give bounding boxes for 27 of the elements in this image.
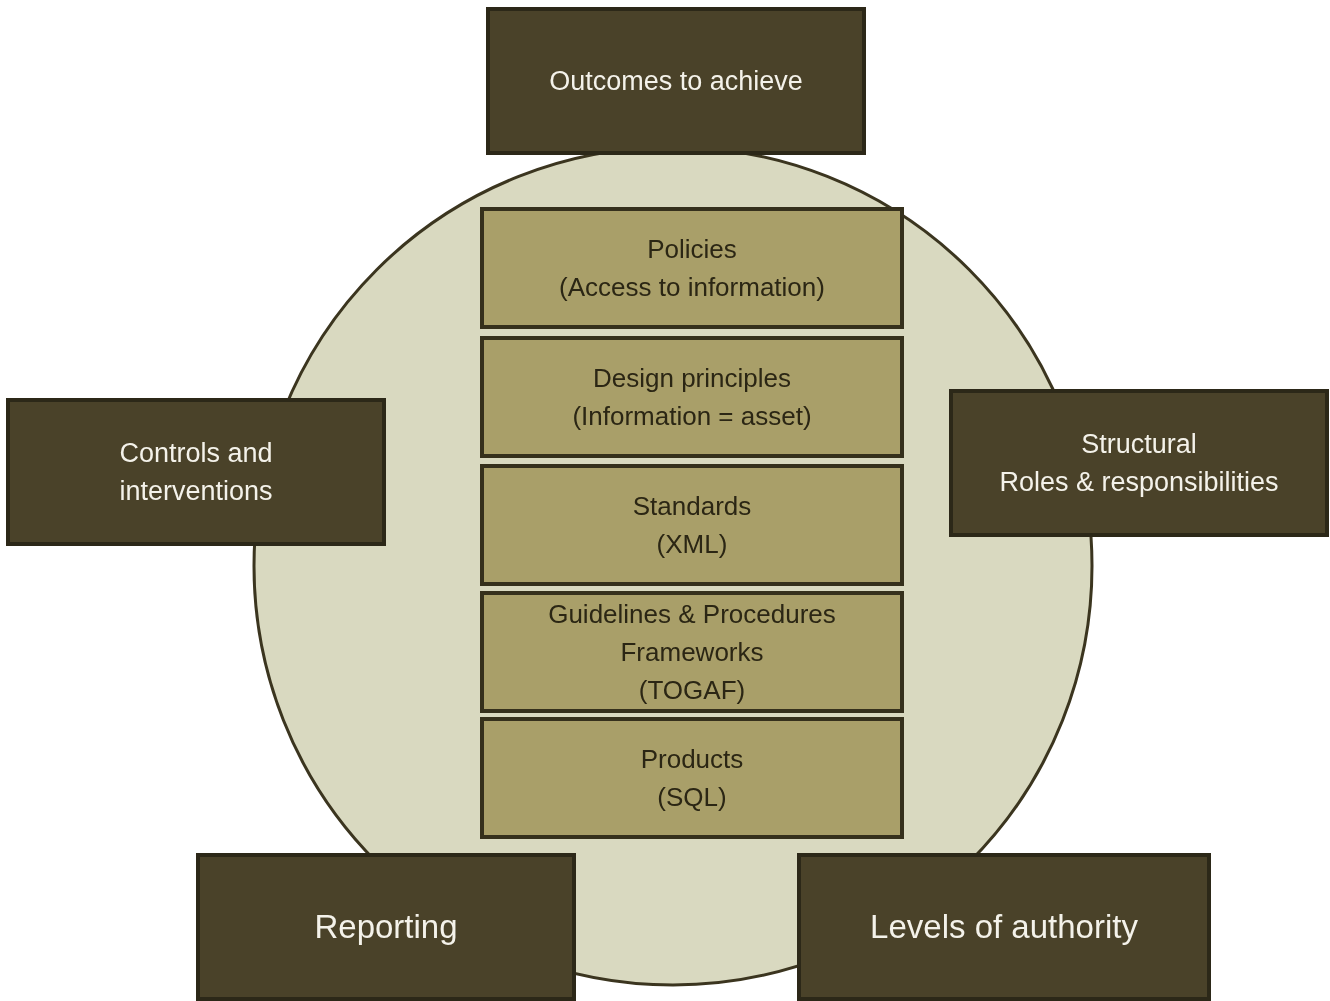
box-subtitle: Frameworks <box>620 636 764 669</box>
box-title: Products <box>640 743 744 776</box>
category-box <box>6 398 386 546</box>
category-box <box>949 389 1329 537</box>
layer-box <box>480 464 904 586</box>
box-title: Reporting <box>314 908 458 946</box>
box-title: Structural <box>1081 428 1197 461</box>
box-subtitle: (TOGAF) <box>638 674 746 707</box>
box-title: Standards <box>632 490 752 523</box>
box-subtitle: (XML) <box>656 528 728 561</box>
box-title: Controls and interventions <box>118 437 274 508</box>
layer-box <box>480 717 904 839</box>
layer-box <box>480 591 904 713</box>
box-subtitle: (Access to information) <box>559 271 825 304</box>
category-box <box>797 853 1211 1001</box>
box-title: Levels of authority <box>870 908 1138 946</box>
box-title: Outcomes to achieve <box>549 65 803 98</box>
category-box <box>486 7 866 155</box>
box-subtitle: (SQL) <box>657 781 727 814</box>
box-subtitle: Roles & responsibilities <box>999 466 1279 499</box>
layer-box <box>480 336 904 458</box>
box-subtitle: (Information = asset) <box>572 400 812 433</box>
box-title: Guidelines & Procedures <box>548 598 836 631</box>
layer-box <box>480 207 904 329</box>
box-title: Design principles <box>593 362 791 395</box>
category-box <box>196 853 576 1001</box>
box-title: Policies <box>647 233 737 266</box>
